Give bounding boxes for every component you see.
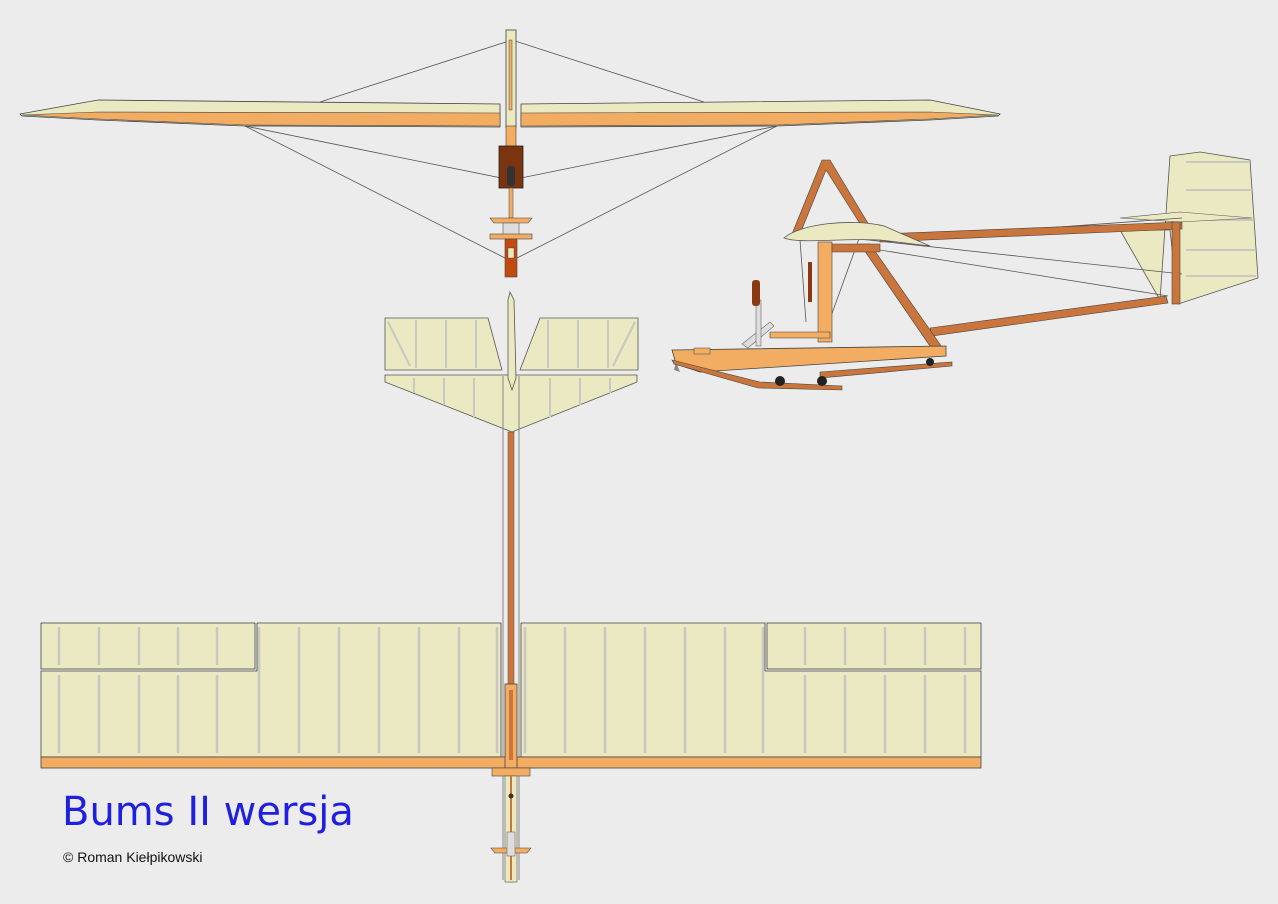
top-aileron-right (766, 622, 982, 670)
top-wheel (506, 831, 516, 857)
diagram-title: Bums II wersja (62, 789, 354, 835)
top-tailplane-left-ribs (387, 320, 477, 368)
top-view (40, 290, 982, 883)
front-axle (489, 233, 533, 240)
top-center-spar (509, 690, 513, 760)
front-view-wires (244, 39, 778, 259)
top-elevator-ribs (413, 378, 611, 417)
top-wing-ribs (57, 627, 967, 753)
side-stick-post (755, 299, 762, 347)
side-control-stick (752, 280, 760, 306)
front-skid-slot (507, 247, 515, 259)
front-pylon-strut (508, 39, 513, 111)
side-wheel-front (775, 376, 785, 386)
top-fin (507, 290, 517, 392)
side-nose-block (693, 347, 711, 355)
side-view (671, 151, 1259, 391)
side-main-strut (817, 241, 833, 343)
side-tailplane (1119, 211, 1253, 223)
side-control-rod (808, 262, 812, 302)
side-seat (769, 331, 831, 339)
top-aileron-left (40, 622, 256, 670)
top-tailplane-right-ribs (547, 320, 636, 368)
top-control-stick (508, 793, 514, 799)
front-wing-right-leading (520, 111, 999, 127)
side-wing-profile (783, 222, 931, 247)
side-rear-skid (819, 361, 953, 379)
front-control-stick (507, 166, 515, 186)
front-wheel-housing (502, 222, 520, 236)
side-skid (671, 359, 843, 391)
side-cross-strut (831, 243, 881, 253)
top-elevator (384, 374, 638, 433)
top-tailplane-left (384, 317, 503, 371)
copyright-note: © Roman Kiełpikowski (63, 849, 203, 865)
front-skid-bar (489, 217, 533, 224)
side-wheel-rear (817, 376, 827, 386)
side-tail-post (1171, 221, 1181, 305)
front-view (19, 29, 1001, 278)
front-wing-left-leading (21, 111, 501, 127)
side-tail-wheel (926, 358, 934, 366)
side-lower-boom (929, 295, 1169, 337)
top-nose-crossbar (491, 767, 531, 777)
side-diagonal-strut (859, 243, 945, 353)
front-skid-post (508, 187, 514, 219)
